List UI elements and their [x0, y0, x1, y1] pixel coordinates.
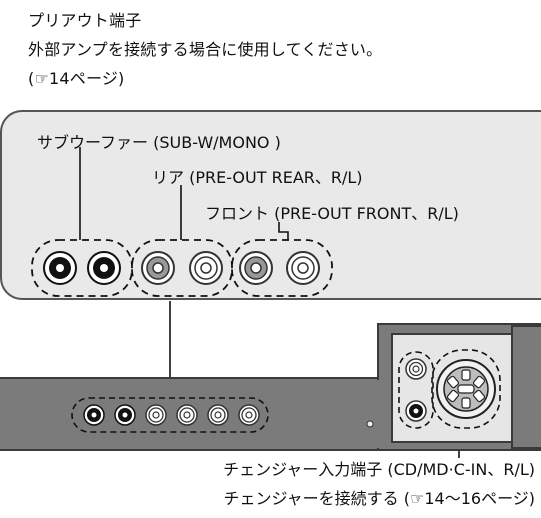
changer-caption: チェンジャー入力端子 (CD/MD·C-IN、R/L) チェンジャーを接続する …: [115, 455, 535, 513]
front-jack-right: [239, 251, 273, 285]
front-group-outline: [231, 239, 333, 297]
rear-label: リア (PRE-OUT REAR、R/L): [152, 168, 363, 187]
unit-side-plate: [511, 325, 541, 449]
front-leader-line: [278, 222, 289, 240]
enlarged-rca-jacks: [43, 251, 320, 285]
subwoofer-jack-right: [87, 251, 121, 285]
changer-connect-note: チェンジャーを接続する (☞14～16ページ): [223, 489, 535, 508]
unit-rca-jacks: [71, 397, 269, 433]
unit-jack-1: [83, 404, 105, 426]
changer-jack-lower: [405, 400, 427, 422]
rear-jack-right: [141, 251, 175, 285]
section-description: 外部アンプを接続する場合に使用してください。: [28, 40, 383, 59]
changer-rca-outline: [398, 351, 434, 429]
front-jack-left: [286, 251, 320, 285]
din-connector-outline: [431, 349, 501, 429]
rear-group-outline: [131, 239, 233, 297]
subwoofer-jack-left: [43, 251, 77, 285]
changer-input-terminal: [398, 349, 501, 429]
unit-jack-6: [238, 404, 260, 426]
unit-jack-5: [207, 404, 229, 426]
heading-block: プリアウト端子 外部アンプを接続する場合に使用してください。 (☞14ページ): [28, 6, 528, 93]
subwoofer-group-outline: [31, 239, 133, 297]
screw-hole: [366, 420, 374, 428]
unit-jack-group-outline: [71, 397, 269, 433]
changer-jack-upper: [405, 358, 427, 380]
section-title: プリアウト端子: [28, 11, 142, 30]
unit-jack-3: [145, 404, 167, 426]
rear-jack-left: [189, 251, 223, 285]
din-connector: [436, 359, 496, 419]
page-reference: (☞14ページ): [28, 69, 125, 88]
subwoofer-label: サブウーファー (SUB-W/MONO ): [37, 133, 281, 152]
unit-jack-4: [176, 404, 198, 426]
jack-group-outlines: [31, 239, 333, 297]
front-label: フロント (PRE-OUT FRONT、R/L): [205, 204, 459, 223]
unit-jack-2: [114, 404, 136, 426]
changer-terminal-label: チェンジャー入力端子 (CD/MD·C-IN、R/L): [223, 460, 535, 479]
